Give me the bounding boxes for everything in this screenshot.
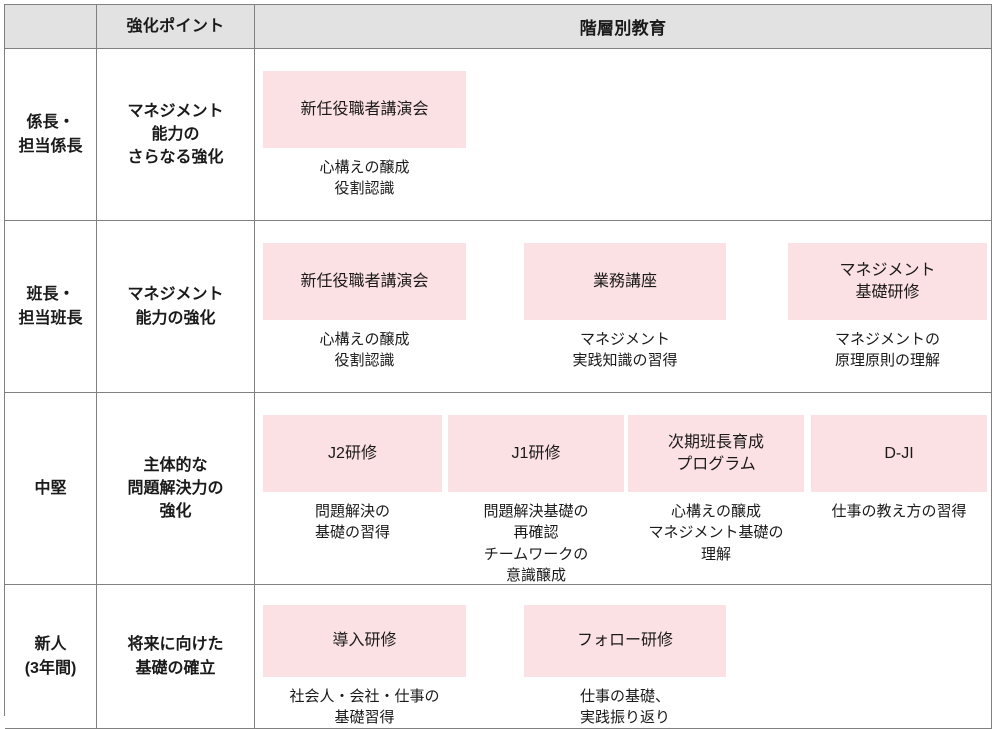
program-description: 仕事の基礎、 実践振り返り [579, 688, 670, 727]
cell-strengthening-point: 主体的な 問題解決力の 強化 [97, 393, 255, 584]
level-label: 新人 (3年間) [24, 636, 77, 677]
program-track: 新任役職者講演会心構えの醸成 役割認識業務講座マネジメント 実践知識の習得マネジ… [255, 221, 991, 392]
program-description: 心構えの醸成 役割認識 [319, 331, 410, 370]
table-body: 係長・ 担当係長マネジメント 能力の さらなる強化新任役職者講演会心構えの醸成 … [5, 49, 992, 729]
cell-level: 班長・ 担当班長 [5, 221, 97, 392]
program-title-box[interactable]: マネジメント 基礎研修 [788, 243, 987, 320]
program-title-box[interactable]: 新任役職者講演会 [263, 243, 466, 320]
level-label: 班長・ 担当班長 [18, 286, 83, 327]
cell-programs: 導入研修社会人・会社・仕事の 基礎習得フォロー研修仕事の基礎、 実践振り返り [255, 585, 992, 728]
cell-level: 係長・ 担当係長 [5, 49, 97, 220]
program-description: 問題解決の 基礎の習得 [314, 503, 390, 542]
program-title-box[interactable]: D-JI [811, 415, 987, 492]
header-label-strengthening-point: 強化ポイント [126, 17, 225, 35]
header-cell-level [5, 5, 97, 48]
strengthening-point-label: 主体的な 問題解決力の 強化 [127, 456, 224, 521]
cell-programs: 新任役職者講演会心構えの醸成 役割認識 [255, 49, 992, 220]
program-item[interactable]: 業務講座マネジメント 実践知識の習得 [524, 243, 726, 372]
program-title-box[interactable]: J2研修 [263, 415, 442, 492]
program-track: 導入研修社会人・会社・仕事の 基礎習得フォロー研修仕事の基礎、 実践振り返り [255, 585, 991, 728]
level-label: 中堅 [34, 479, 67, 497]
program-description: 心構えの醸成 役割認識 [319, 159, 410, 198]
program-title-box[interactable]: J1研修 [448, 415, 624, 492]
program-description: 問題解決基礎の 再確認 チームワークの 意識醸成 [483, 503, 589, 584]
level-label: 係長・ 担当係長 [18, 114, 83, 155]
header-cell-tiered-education: 階層別教育 [255, 5, 992, 48]
program-item[interactable]: J1研修問題解決基礎の 再確認 チームワークの 意識醸成 [448, 415, 624, 586]
strengthening-point-label: マネジメント 能力の強化 [127, 286, 224, 327]
cell-programs: 新任役職者講演会心構えの醸成 役割認識業務講座マネジメント 実践知識の習得マネジ… [255, 221, 992, 392]
program-title-box[interactable]: 業務講座 [524, 243, 726, 320]
program-item[interactable]: D-JI 仕事の教え方の習得 [811, 415, 987, 522]
program-title-box[interactable]: 導入研修 [263, 605, 466, 677]
cell-strengthening-point: マネジメント 能力の さらなる強化 [97, 49, 255, 220]
program-item[interactable]: J2研修問題解決の 基礎の習得 [263, 415, 442, 544]
program-item[interactable]: マネジメント 基礎研修マネジメントの 原理原則の理解 [788, 243, 987, 372]
program-description: 社会人・会社・仕事の 基礎習得 [289, 688, 440, 727]
table-row: 新人 (3年間)将来に向けた 基礎の確立導入研修社会人・会社・仕事の 基礎習得フ… [5, 585, 992, 729]
header-cell-strengthening-point: 強化ポイント [97, 5, 255, 48]
program-title-box[interactable]: 新任役職者講演会 [263, 71, 466, 148]
strengthening-point-label: マネジメント 能力の さらなる強化 [127, 102, 224, 167]
program-item[interactable]: フォロー研修仕事の基礎、 実践振り返り [524, 605, 726, 729]
program-description: 心構えの醸成 マネジメント基礎の 理解 [648, 503, 784, 563]
cell-level: 新人 (3年間) [5, 585, 97, 728]
program-title-box[interactable]: 次期班長育成 プログラム [628, 415, 804, 492]
program-description: マネジメントの 原理原則の理解 [834, 331, 940, 370]
table-header-row: 強化ポイント 階層別教育 [5, 5, 992, 49]
program-title-box[interactable]: フォロー研修 [524, 605, 726, 677]
table-row: 班長・ 担当班長マネジメント 能力の強化新任役職者講演会心構えの醸成 役割認識業… [5, 221, 992, 393]
cell-strengthening-point: 将来に向けた 基礎の確立 [97, 585, 255, 728]
program-description: マネジメント 実践知識の習得 [572, 331, 678, 370]
program-item[interactable]: 新任役職者講演会心構えの醸成 役割認識 [263, 71, 466, 200]
header-label-tiered-education: 階層別教育 [579, 19, 667, 38]
table-row: 係長・ 担当係長 マネジメント 能力の さらなる強化新任役職者講演会心構えの醸成 … [5, 49, 992, 221]
cell-strengthening-point: マネジメント 能力の強化 [97, 221, 255, 392]
program-item[interactable]: 新任役職者講演会心構えの醸成 役割認識 [263, 243, 466, 372]
program-item[interactable]: 次期班長育成 プログラム心構えの醸成 マネジメント基礎の 理解 [628, 415, 804, 565]
training-program-table: 強化ポイント 階層別教育 係長・ 担当係長マネジメント 能力の さらなる強化新任… [4, 4, 992, 729]
program-item[interactable]: 導入研修社会人・会社・仕事の 基礎習得 [263, 605, 466, 729]
strengthening-point-label: 将来に向けた 基礎の確立 [127, 636, 224, 677]
cell-level: 中堅 [5, 393, 97, 584]
program-track: 新任役職者講演会心構えの醸成 役割認識 [255, 49, 991, 220]
program-description: 仕事の教え方の習得 [831, 503, 967, 520]
